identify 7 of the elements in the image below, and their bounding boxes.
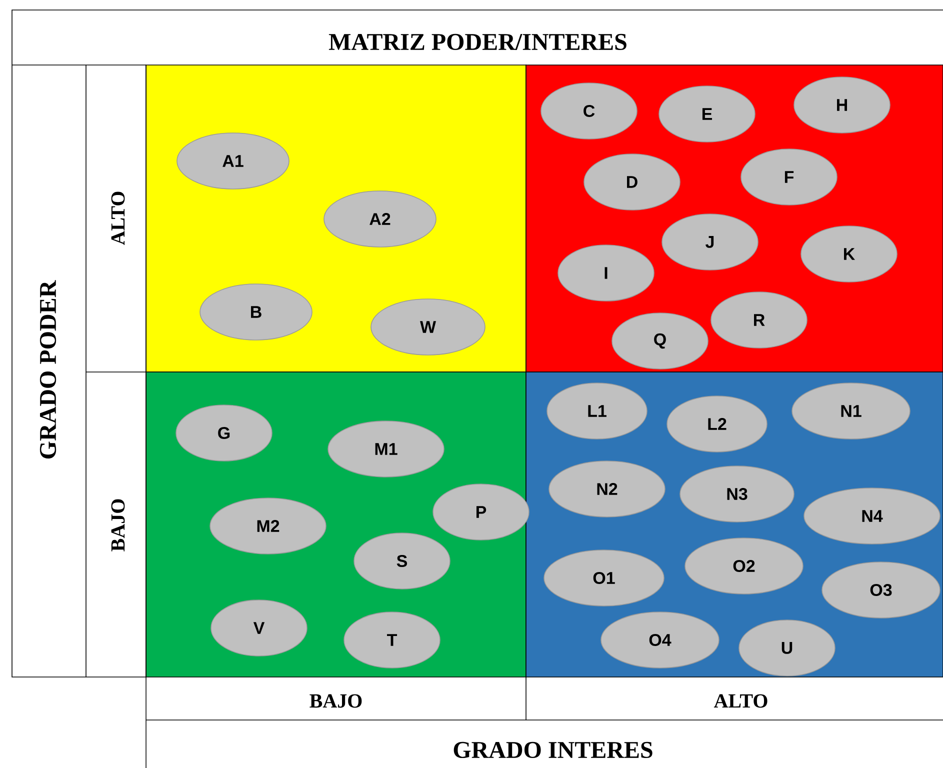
- axis-label: ALTO: [111, 192, 125, 246]
- axis-label: BAJO: [111, 499, 125, 552]
- axis-title: GRADO PODER: [40, 280, 56, 458]
- axis-title: GRADO INTERES: [454, 742, 652, 758]
- title: MATRIZ PODER/INTERES: [328, 34, 626, 50]
- axis-label: ALTO: [714, 694, 768, 708]
- axis-label: BAJO: [310, 694, 362, 708]
